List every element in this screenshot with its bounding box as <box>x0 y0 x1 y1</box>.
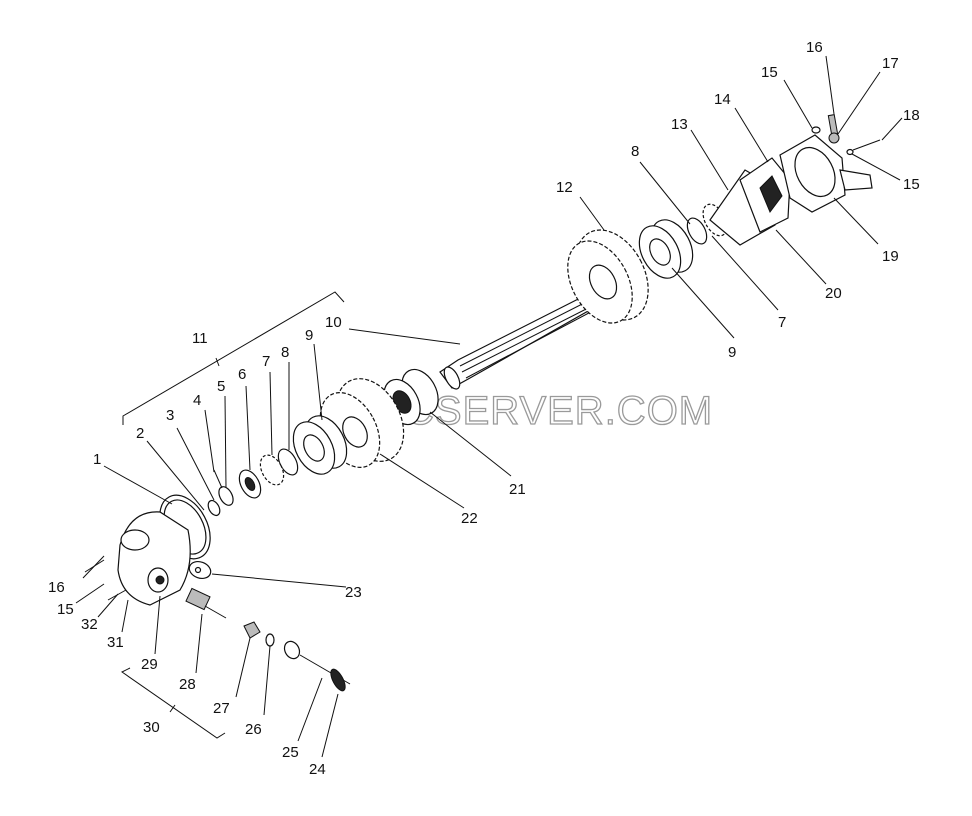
plate-23 <box>188 560 212 580</box>
label-26: 26 <box>245 721 262 738</box>
label-18: 18 <box>903 107 920 124</box>
label-15-left: 15 <box>57 601 74 618</box>
label-8-left: 8 <box>281 344 289 361</box>
bracket-11 <box>122 291 345 425</box>
nut-27 <box>243 621 261 639</box>
label-15-right: 15 <box>903 176 920 193</box>
label-17: 17 <box>882 55 899 72</box>
label-15-top: 15 <box>761 64 778 81</box>
label-12: 12 <box>556 179 573 196</box>
label-21: 21 <box>509 481 526 498</box>
screw-16-top <box>827 114 839 136</box>
label-24: 24 <box>309 761 326 778</box>
label-7-right: 7 <box>778 314 786 331</box>
washer-3 <box>207 499 221 517</box>
label-28: 28 <box>179 676 196 693</box>
label-19: 19 <box>882 248 899 265</box>
label-9-right: 9 <box>728 344 736 361</box>
label-14: 14 <box>714 91 731 108</box>
bearing-9-left <box>292 415 348 475</box>
ring-8-right <box>686 217 708 245</box>
washer-6 <box>238 469 262 499</box>
callout-labels: 1 2 3 4 5 6 7 8 9 10 11 12 8 13 14 15 16… <box>48 39 920 778</box>
label-27: 27 <box>213 700 230 717</box>
leader-lines <box>75 55 903 758</box>
housing-19 <box>779 134 873 213</box>
label-5: 5 <box>217 378 225 395</box>
label-8-right: 8 <box>631 143 639 160</box>
label-25: 25 <box>282 744 299 761</box>
drive-gear-28 <box>185 587 227 619</box>
label-10: 10 <box>325 314 342 331</box>
label-11: 11 <box>192 330 208 347</box>
label-4: 4 <box>193 392 201 409</box>
bracket-30 <box>121 667 226 739</box>
housing-29 <box>117 511 191 606</box>
label-6: 6 <box>238 366 246 383</box>
fitting-17 <box>828 132 840 144</box>
gear-12 <box>567 229 649 324</box>
washer-15-top <box>811 126 821 134</box>
label-31: 31 <box>107 634 124 651</box>
label-29: 29 <box>141 656 158 673</box>
bracket-11-tick <box>215 357 220 367</box>
label-30: 30 <box>143 719 160 736</box>
bearing-9-right <box>638 219 694 279</box>
label-16-left: 16 <box>48 579 65 596</box>
pin-4 <box>213 469 223 489</box>
label-22: 22 <box>461 510 478 527</box>
label-23: 23 <box>345 584 362 601</box>
label-1: 1 <box>93 451 101 468</box>
shaft-10 <box>439 289 605 390</box>
cover-14 <box>739 157 791 233</box>
label-3: 3 <box>166 407 174 424</box>
washer-26 <box>265 633 275 647</box>
nut-7-left <box>259 454 285 486</box>
bracket-30-tick <box>169 704 176 713</box>
label-2: 2 <box>136 425 144 442</box>
label-13: 13 <box>671 116 688 133</box>
label-9-left: 9 <box>305 327 313 344</box>
gear-24 <box>330 668 346 692</box>
label-7-left: 7 <box>262 353 270 370</box>
bolt-18 <box>846 139 881 156</box>
label-16-top: 16 <box>806 39 823 56</box>
label-32: 32 <box>81 616 98 633</box>
label-20: 20 <box>825 285 842 302</box>
